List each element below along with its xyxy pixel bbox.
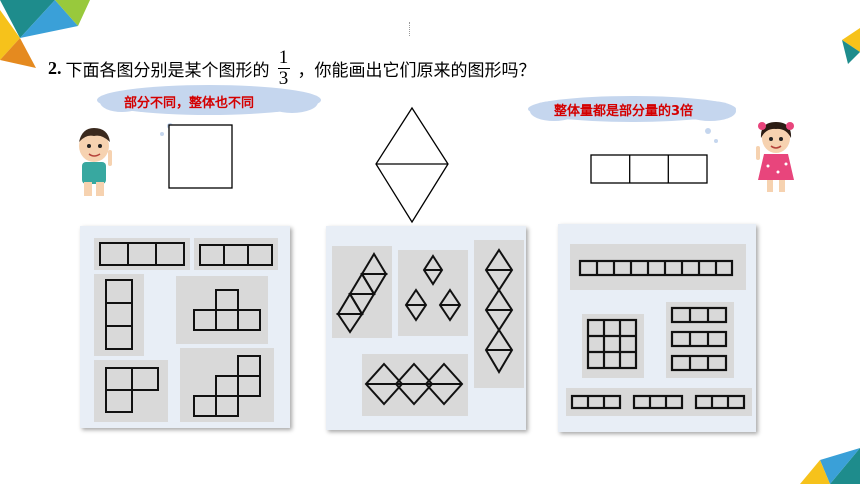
question-number: 2. <box>48 58 62 78</box>
corner-decoration-top-left <box>0 0 90 68</box>
corner-decoration-bottom-right <box>800 448 860 484</box>
corner-decoration-top-right <box>842 28 860 64</box>
given-figure-square <box>168 124 233 189</box>
photo-column-of-three <box>94 274 144 356</box>
photo-diagonal-rhombus-chain <box>332 246 392 338</box>
photo-l-shape <box>94 360 168 422</box>
fraction-numerator: 1 <box>278 47 289 68</box>
hint-right: 整体量都是部分量的3倍 <box>554 104 694 119</box>
question-text-after: ，你能画出它们原来的图形吗？ <box>297 61 536 81</box>
answer-panel-triangles <box>326 226 526 430</box>
photo-horizontal-triangle-row <box>362 354 468 416</box>
answer-panel-squares <box>80 226 290 428</box>
photo-row-of-three <box>94 238 190 270</box>
given-figure-diamond <box>375 106 449 224</box>
photo-grid-three-by-three <box>582 314 644 378</box>
girl-character-icon <box>756 122 794 192</box>
boy-character-icon <box>79 128 112 196</box>
photo-staircase-shape <box>176 276 268 344</box>
fraction-bar <box>277 68 290 69</box>
hint-cloud-right <box>528 96 736 143</box>
hint-left: 部分不同，整体也不同 <box>124 96 255 111</box>
top-marker <box>409 22 411 36</box>
photo-zigzag-shape <box>180 348 274 422</box>
given-figure-strip <box>590 154 708 184</box>
photo-long-strip-of-nine <box>570 244 746 290</box>
question-text-before: 下面各图分别是某个图形的 <box>65 61 270 81</box>
question-line: 2. 下面各图分别是某个图形的 1 3 ，你能画出它们原来的图形吗？ <box>48 48 536 89</box>
photo-row-of-three-b <box>194 238 278 270</box>
photo-three-stacked-strips <box>666 302 734 378</box>
fraction: 1 3 <box>277 47 290 89</box>
photo-three-rhombuses <box>398 250 468 336</box>
photo-three-separate-strips <box>566 388 752 416</box>
fraction-denominator: 3 <box>278 68 289 89</box>
photo-vertical-rhombus-chain <box>474 240 524 388</box>
answer-panel-strips <box>558 224 756 432</box>
